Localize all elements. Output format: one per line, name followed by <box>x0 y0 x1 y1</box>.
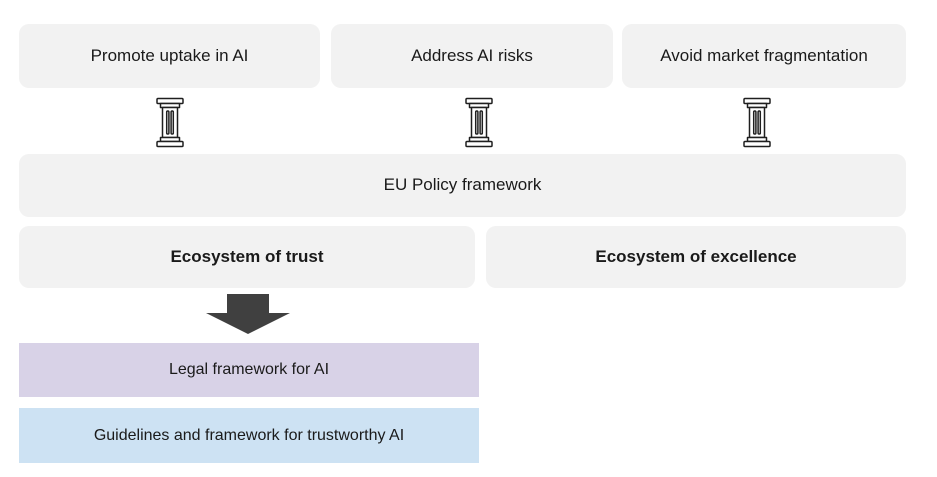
goal-box-address-risks: Address AI risks <box>331 24 613 88</box>
goal-box-promote-uptake: Promote uptake in AI <box>19 24 320 88</box>
legal-framework-label: Legal framework for AI <box>168 361 330 379</box>
legal-framework-box: Legal framework for AI <box>19 343 479 397</box>
ecosystem-of-excellence-label: Ecosystem of excellence <box>595 246 797 266</box>
down-block-arrow-icon <box>206 294 290 334</box>
goal-label-promote-uptake: Promote uptake in AI <box>90 45 249 65</box>
goal-label-address-risks: Address AI risks <box>411 45 533 65</box>
ecosystem-of-trust-box: Ecosystem of trust <box>19 226 475 288</box>
goal-label-avoid-fragmentation: Avoid market fragmentation <box>660 45 868 65</box>
goal-box-avoid-fragmentation: Avoid market fragmentation <box>622 24 906 88</box>
ecosystem-of-trust-label: Ecosystem of trust <box>170 246 324 266</box>
eu-policy-framework-box: EU Policy framework <box>19 154 906 217</box>
pillar-icon <box>465 97 493 148</box>
guidelines-framework-box: Guidelines and framework for trustworthy… <box>19 408 479 463</box>
pillar-icon <box>156 97 184 148</box>
eu-policy-framework-label: EU Policy framework <box>383 175 542 195</box>
ecosystem-of-excellence-box: Ecosystem of excellence <box>486 226 906 288</box>
pillar-icon <box>743 97 771 148</box>
guidelines-framework-label: Guidelines and framework for trustworthy… <box>93 426 405 444</box>
